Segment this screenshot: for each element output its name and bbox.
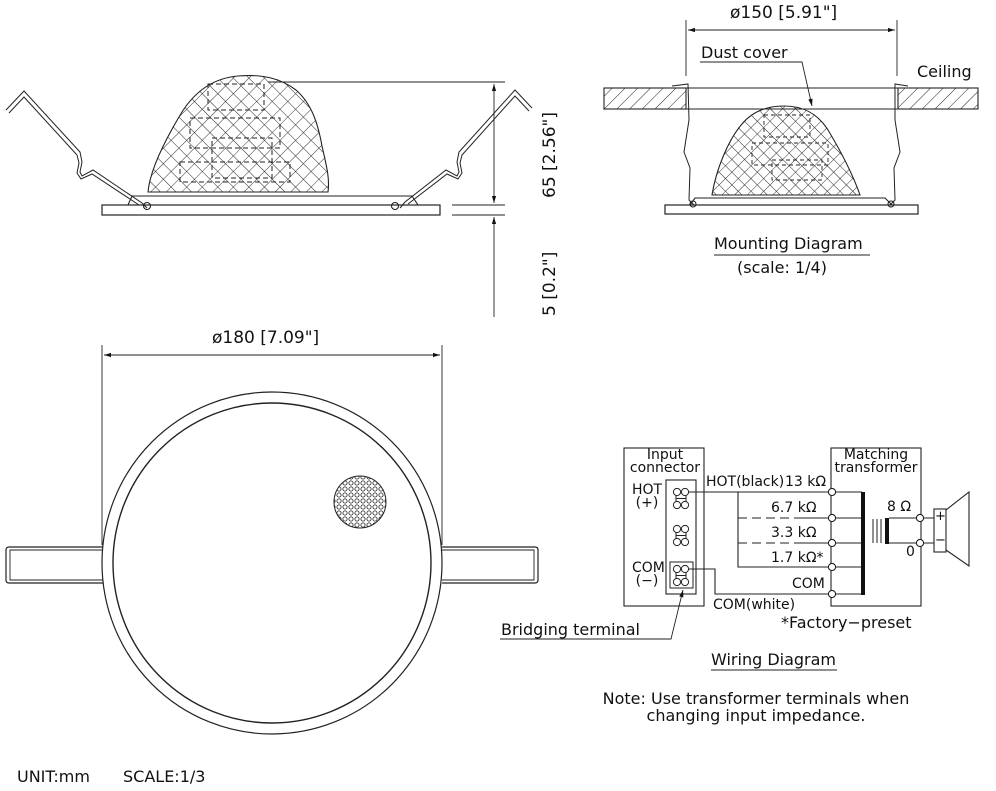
- tap-6-7k: 6.7 kΩ: [771, 500, 817, 516]
- factory-preset-note: *Factory−preset: [781, 613, 912, 632]
- mounting-diagram-scale: (scale: 1/4): [737, 258, 827, 277]
- left-spring-clip: [5, 90, 148, 209]
- mounting-mesh-grille: [711, 105, 861, 196]
- mounting-diagram-title: Mounting Diagram: [714, 234, 863, 253]
- ceiling-right: [897, 87, 979, 110]
- com-wire-label: COM(white): [713, 597, 796, 613]
- speaker-plus: +: [935, 509, 946, 524]
- hot-wire-label: HOT(black): [706, 474, 785, 490]
- dust-cover-label: Dust cover: [701, 43, 788, 62]
- outer-ring: [101, 391, 443, 735]
- transformer-box: [830, 447, 922, 607]
- output-impedance: 8 Ω: [887, 499, 912, 515]
- mounting-width-dim: ø150 [5.91"]: [730, 3, 838, 23]
- wiring-diagram-title: Wiring Diagram: [711, 650, 837, 669]
- transformer-label: Matching transformer: [834, 447, 918, 476]
- side-view: [5, 74, 533, 317]
- output-zero: 0: [906, 544, 915, 560]
- terminal-com: [669, 561, 694, 589]
- terminal-hot: [672, 487, 690, 510]
- mounting-diagram: [603, 20, 979, 256]
- right-mounting-tab: [442, 546, 539, 584]
- top-diameter-dim: ø180 [7.09"]: [212, 328, 320, 348]
- side-flange-dim: 5 [0.2"]: [540, 251, 560, 316]
- ceiling-label: Ceiling: [917, 62, 972, 81]
- top-view: [5, 345, 539, 735]
- unit-label: UNIT:mm: [17, 767, 90, 786]
- tap-13k: 13 kΩ: [785, 474, 827, 490]
- bridging-terminal-label: Bridging terminal: [501, 620, 640, 639]
- scale-label: SCALE:1/3: [123, 767, 206, 786]
- hot-label: HOT (+): [632, 482, 663, 511]
- left-mounting-tab: [5, 546, 103, 584]
- speaker-magnet: [933, 508, 947, 553]
- speaker-cone: [945, 490, 970, 568]
- mesh-grille: [147, 74, 330, 193]
- tap-3-3k: 3.3 kΩ: [771, 525, 817, 541]
- tap-com: COM: [792, 576, 825, 592]
- inner-grille: [112, 402, 432, 724]
- input-connector-label: Input connector: [629, 447, 701, 476]
- wiring-note: Note: Use transformer terminals when cha…: [602, 689, 910, 725]
- perforated-port: [333, 475, 387, 529]
- com-label: COM (−): [632, 560, 665, 589]
- ceiling-left: [603, 87, 687, 110]
- speaker-minus: −: [935, 533, 946, 548]
- terminal-mid: [672, 524, 690, 547]
- right-spring-clip: [399, 89, 533, 209]
- input-connector-box: [623, 447, 705, 607]
- side-height-dim: 65 [2.56"]: [540, 112, 560, 198]
- base-flange: [101, 204, 441, 216]
- wiring-diagram: [500, 447, 970, 671]
- tap-1-7k: 1.7 kΩ*: [771, 550, 824, 566]
